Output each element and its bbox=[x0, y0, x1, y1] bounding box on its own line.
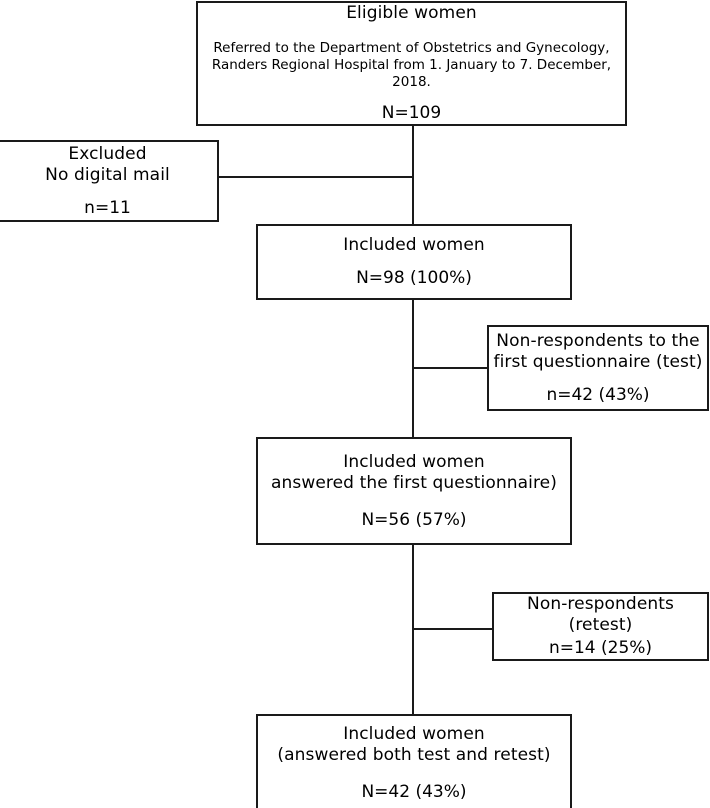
excluded-title-line-2: No digital mail bbox=[45, 164, 170, 185]
node-excluded-no-digital-mail: Excluded No digital mail n=11 bbox=[0, 140, 219, 222]
node-included-women-42: Included women (answered both test and r… bbox=[256, 714, 572, 808]
excluded-count: n=11 bbox=[84, 197, 131, 218]
connector-to-excluded bbox=[219, 176, 414, 178]
connector-to-nonrespondents-test bbox=[412, 367, 489, 369]
included56-title-line-1: Included women bbox=[343, 451, 485, 472]
nonresp-retest-title: Non-respondents (retest) bbox=[527, 594, 674, 635]
included56-count: N=56 (57%) bbox=[361, 509, 467, 530]
eligible-title: Eligible women bbox=[346, 3, 477, 23]
nonresp-test-count: n=42 (43%) bbox=[546, 384, 650, 405]
node-included-women-98: Included women N=98 (100%) bbox=[256, 224, 572, 300]
node-nonrespondents-test: Non-respondents to the first questionnai… bbox=[487, 325, 709, 411]
included42-title-line-2: (answered both test and retest) bbox=[277, 744, 551, 765]
node-nonrespondents-retest: Non-respondents (retest) n=14 (25%) bbox=[492, 592, 709, 661]
eligible-count: N=109 bbox=[381, 103, 442, 123]
node-eligible-women: Eligible women Referred to the Departmen… bbox=[196, 1, 627, 126]
included98-count: N=98 (100%) bbox=[356, 268, 472, 288]
included98-title: Included women bbox=[343, 235, 485, 255]
node-included-women-56: Included women answered the first questi… bbox=[256, 437, 572, 545]
included42-count: N=42 (43%) bbox=[361, 781, 467, 802]
nonresp-retest-count: n=14 (25%) bbox=[548, 638, 653, 658]
connector-to-nonrespondents-retest bbox=[412, 628, 494, 630]
nonresp-test-title-line-1: Non-respondents to the bbox=[496, 330, 700, 351]
connector-eligible-to-included bbox=[412, 126, 414, 224]
eligible-detail-line-1: Referred to the Department of Obstetrics… bbox=[213, 39, 610, 56]
included56-title-line-2: answered the first questionnaire) bbox=[271, 472, 557, 493]
nonresp-test-title-line-2: first questionnaire (test) bbox=[493, 351, 703, 372]
included42-title-line-1: Included women bbox=[343, 723, 485, 744]
eligible-detail-line-2: Randers Regional Hospital from 1. Januar… bbox=[211, 56, 612, 90]
excluded-title-line-1: Excluded bbox=[68, 143, 147, 164]
